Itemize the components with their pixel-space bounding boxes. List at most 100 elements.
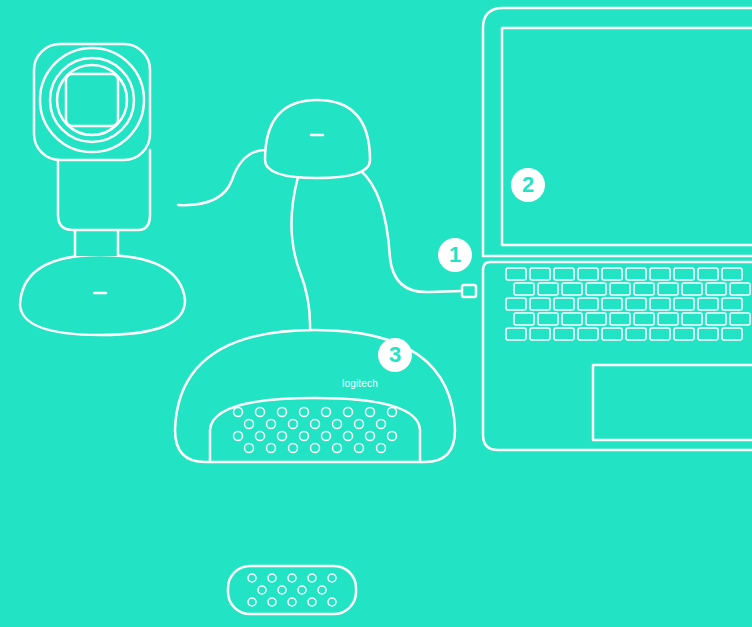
key xyxy=(682,283,702,295)
callout-number: 2 xyxy=(511,168,545,202)
speaker-hole xyxy=(377,444,386,453)
speakerphone-panel xyxy=(210,398,420,462)
remote-hole xyxy=(248,574,256,582)
key xyxy=(682,313,702,325)
key xyxy=(706,283,726,295)
speaker-hole xyxy=(388,432,397,441)
key xyxy=(610,283,630,295)
camera-lens xyxy=(50,58,134,142)
speaker-hole xyxy=(234,432,243,441)
key xyxy=(578,268,598,280)
camera-base-mark xyxy=(94,292,106,295)
remote-hole xyxy=(328,598,336,606)
speaker-hole xyxy=(300,432,309,441)
key xyxy=(650,268,670,280)
key xyxy=(650,298,670,310)
remote-hole xyxy=(258,586,266,594)
key xyxy=(562,283,582,295)
speaker-hole xyxy=(267,420,276,429)
speaker-hole xyxy=(333,444,342,453)
laptop-lid xyxy=(483,8,752,256)
speaker-hole xyxy=(245,420,254,429)
camera-lens-square xyxy=(66,74,118,126)
speaker-hole xyxy=(355,420,364,429)
hub xyxy=(265,100,370,178)
key xyxy=(602,298,622,310)
remote-hole xyxy=(308,574,316,582)
key xyxy=(610,313,630,325)
speaker-hole xyxy=(300,408,309,417)
key xyxy=(530,268,550,280)
camera-yoke xyxy=(58,150,150,230)
speaker-hole xyxy=(322,408,331,417)
brand-logo: logitech xyxy=(342,378,378,389)
remote-hole xyxy=(308,598,316,606)
key xyxy=(658,283,678,295)
usb-plug xyxy=(462,285,476,297)
speaker-hole xyxy=(234,408,243,417)
key xyxy=(578,328,598,340)
speaker-hole xyxy=(267,444,276,453)
speaker-hole xyxy=(366,432,375,441)
key xyxy=(586,283,606,295)
usb-cable xyxy=(360,170,462,292)
key xyxy=(506,298,526,310)
key xyxy=(698,298,718,310)
key xyxy=(730,313,750,325)
remote-hole xyxy=(248,598,256,606)
speaker-cable xyxy=(291,177,310,331)
speaker-hole xyxy=(278,432,287,441)
camera-head xyxy=(34,44,150,160)
key xyxy=(722,328,742,340)
key xyxy=(554,328,574,340)
key xyxy=(626,298,646,310)
key xyxy=(514,283,534,295)
remote xyxy=(228,566,356,614)
key xyxy=(530,298,550,310)
remote-hole xyxy=(278,586,286,594)
key xyxy=(562,313,582,325)
speaker-hole xyxy=(245,444,254,453)
key xyxy=(514,313,534,325)
speaker-hole xyxy=(256,432,265,441)
speaker-hole xyxy=(344,408,353,417)
remote-hole xyxy=(318,586,326,594)
key xyxy=(538,313,558,325)
laptop-screen xyxy=(502,28,752,245)
remote-hole xyxy=(298,586,306,594)
speaker-hole xyxy=(311,420,320,429)
key xyxy=(706,313,726,325)
camera-lens xyxy=(40,48,144,152)
speaker-hole xyxy=(289,420,298,429)
speaker-hole xyxy=(355,444,364,453)
speaker-hole xyxy=(388,408,397,417)
hub-mark xyxy=(311,134,323,137)
key xyxy=(674,328,694,340)
key xyxy=(698,268,718,280)
speaker-hole xyxy=(377,420,386,429)
callout-number: 3 xyxy=(378,338,412,372)
camera-cable xyxy=(178,150,266,205)
remote-hole xyxy=(268,574,276,582)
key xyxy=(530,328,550,340)
speaker-hole xyxy=(333,420,342,429)
key xyxy=(650,328,670,340)
speaker-hole xyxy=(256,408,265,417)
key xyxy=(730,283,750,295)
camera-base xyxy=(20,255,185,335)
key xyxy=(602,328,622,340)
callout-number: 1 xyxy=(438,238,472,272)
key xyxy=(602,268,622,280)
key xyxy=(698,328,718,340)
speaker-hole xyxy=(289,444,298,453)
speaker-hole xyxy=(344,432,353,441)
key xyxy=(634,283,654,295)
camera-lens xyxy=(57,65,127,135)
key xyxy=(538,283,558,295)
remote-holes xyxy=(248,574,336,606)
keyboard xyxy=(506,268,750,340)
key xyxy=(674,298,694,310)
key xyxy=(554,298,574,310)
key xyxy=(626,268,646,280)
